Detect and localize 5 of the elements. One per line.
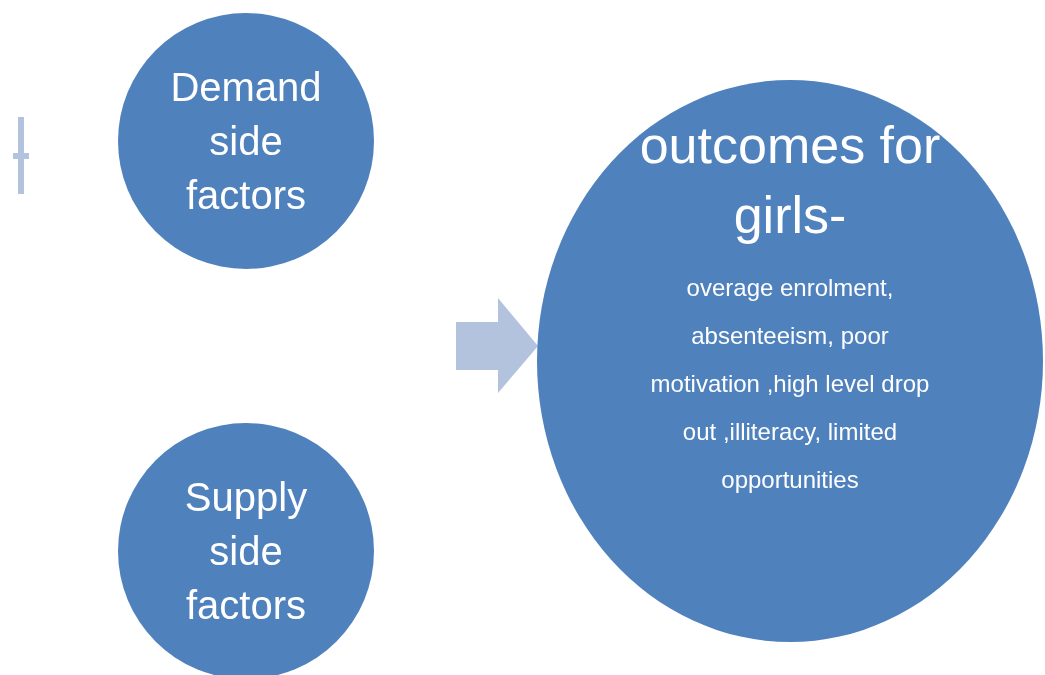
node-title: Supply side factors: [183, 474, 309, 629]
node-title: Demand side factors: [169, 64, 323, 219]
node-text: overage enrolment, absenteeism, poor motivation ,high level drop out ,illiteracy, limited opportunities: [649, 273, 931, 496]
block-arrow: [456, 298, 538, 393]
node-title: outcomes for girls-: [638, 115, 942, 247]
